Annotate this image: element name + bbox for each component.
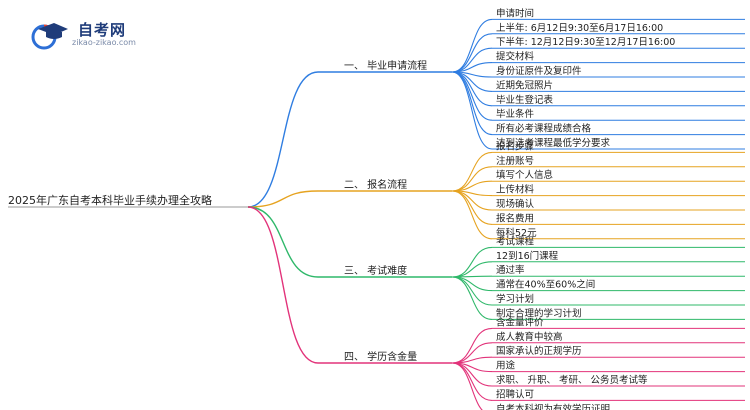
leaf-item: 通常在40%至60%之间 bbox=[496, 279, 595, 291]
leaf-connector bbox=[451, 18, 493, 73]
leaf-item: 申请时间 bbox=[496, 7, 534, 19]
leaf-item: 上传材料 bbox=[496, 184, 535, 196]
leaf-item: 填写个人信息 bbox=[496, 169, 553, 181]
leaf-connector bbox=[451, 276, 493, 320]
branch-label: 三、 考试难度 bbox=[344, 264, 407, 277]
leaf-connector bbox=[451, 33, 493, 73]
leaf-item: 毕业生登记表 bbox=[496, 94, 554, 106]
leaf-connector bbox=[451, 151, 493, 192]
leaf-connector bbox=[451, 362, 484, 410]
branch-label: 一、 毕业申请流程 bbox=[344, 59, 427, 72]
leaf-connector bbox=[451, 276, 493, 292]
branch-label: 二、 报名流程 bbox=[344, 178, 407, 191]
leaf-item: 用途 bbox=[496, 360, 516, 372]
leaf-connector bbox=[451, 190, 493, 240]
leaf-item: 国家承认的正规学历 bbox=[496, 345, 582, 357]
leaf-item: 毕业条件 bbox=[496, 108, 535, 120]
root-topic: 2025年广东自考本科毕业手续办理全攻略 bbox=[8, 193, 212, 207]
leaf-connector bbox=[451, 261, 493, 278]
leaf-item: 现场确认 bbox=[496, 198, 535, 210]
logo-subtitle: zikao-zikao.com bbox=[72, 38, 136, 47]
leaf-connector bbox=[451, 71, 493, 121]
leaf-item: 报名费用 bbox=[496, 212, 534, 224]
leaf-item: 报名步骤 bbox=[496, 140, 534, 152]
leaf-item: 12到16门课程 bbox=[496, 250, 559, 262]
leaf-item: 上半年: 6月12日9:30至6月17日16:00 bbox=[496, 22, 663, 34]
leaf-item: 学习计划 bbox=[496, 293, 534, 305]
leaf-connector bbox=[451, 362, 493, 401]
leaf-connector bbox=[451, 190, 493, 225]
leaf-connector bbox=[451, 276, 493, 306]
leaf-item: 制定合理的学习计划 bbox=[496, 307, 582, 319]
leaf-item: 下半年: 12月12日9:30至12月17日16:00 bbox=[496, 36, 675, 48]
leaf-item: 含金量评价 bbox=[496, 316, 544, 328]
leaf-item: 达到选考课程最低学分要求 bbox=[496, 137, 611, 149]
leaf-item: 近期免冠照片 bbox=[496, 79, 553, 91]
leaf-connector bbox=[451, 71, 493, 150]
leaf-item: 成人教育中较高 bbox=[496, 331, 563, 343]
leaf-item: 提交材料 bbox=[496, 51, 535, 63]
branch-connector bbox=[247, 206, 319, 278]
leaf-item: 通过率 bbox=[496, 264, 525, 276]
leaf-item: 所有必考课程成绩合格 bbox=[496, 123, 592, 135]
leaf-item: 考试课程 bbox=[496, 235, 535, 247]
graduation-cap-icon bbox=[31, 23, 68, 50]
leaf-item: 注册账号 bbox=[496, 155, 534, 167]
logo-title: 自考网 bbox=[78, 21, 127, 39]
leaf-item: 身份证原件及复印件 bbox=[496, 65, 582, 77]
leaf-item: 招聘认可 bbox=[496, 388, 534, 400]
branch-connector bbox=[247, 206, 319, 364]
leaf-item: 每科52元 bbox=[496, 227, 537, 239]
leaf-item: 自考本科视为有效学历证明 bbox=[496, 403, 610, 410]
branch-label: 四、 学历含金量 bbox=[344, 350, 417, 363]
leaf-item: 求职、 升职、 考研、 公务员考试等 bbox=[496, 374, 648, 386]
branch-connector bbox=[247, 190, 319, 208]
branch-connector bbox=[247, 71, 319, 208]
